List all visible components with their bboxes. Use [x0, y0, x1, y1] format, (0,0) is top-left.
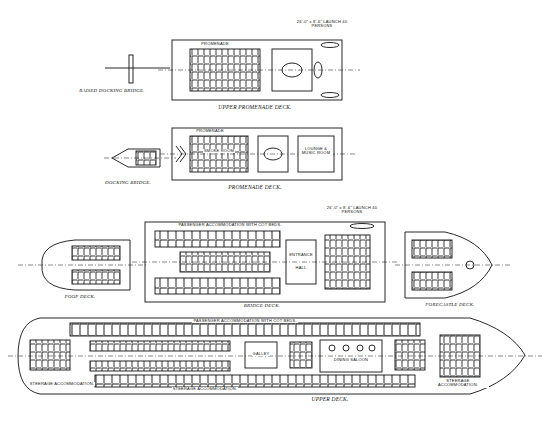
room-label: DINING SALOON: [333, 358, 369, 362]
deck-title: PROMENADE DECK.: [227, 184, 282, 190]
room-label: 26'-0" x 8'-6" LAUNCH 40 PERSONS: [290, 20, 354, 29]
room-label: LOUNGE & MUSIC ROOM: [299, 147, 333, 156]
room-label: SMOKE ROOM: [203, 149, 235, 153]
room-label: PASSENGER ACCOMMODATION WITH COT BEDS.: [192, 319, 297, 323]
deck-title: POOP DECK.: [63, 294, 96, 300]
room-label: PASSENGER ACCOMMODATION WITH COT BEDS.: [177, 223, 282, 227]
room-label: STEERAGE ACCOMMODATION.: [427, 379, 489, 388]
room-label: STEERAGE ACCOMMODATION.: [29, 382, 96, 386]
room-label: PROMENADE: [200, 42, 230, 46]
deck-title: BRIDGE DECK.: [243, 303, 281, 309]
room-label: PROMENADE: [195, 129, 225, 133]
room-label: 26'-0" x 8'-6" LAUNCH 40 PERSONS: [320, 206, 384, 215]
deck-title: RAISED DOCKING BRIDGE.: [78, 88, 146, 94]
deck-title: FORECASTLE DECK.: [424, 302, 475, 308]
room-label: HALL: [295, 266, 308, 270]
deck-title: UPPER DECK.: [310, 396, 349, 402]
deck-title: UPPER PROMENADE DECK.: [217, 104, 292, 110]
room-label: GALLEY: [252, 352, 271, 356]
room-label: ENTRANCE: [288, 253, 314, 257]
deck-title: DOCKING BRIDGE.: [104, 180, 152, 186]
room-label: STEERAGE ACCOMMODATION.: [172, 387, 239, 391]
